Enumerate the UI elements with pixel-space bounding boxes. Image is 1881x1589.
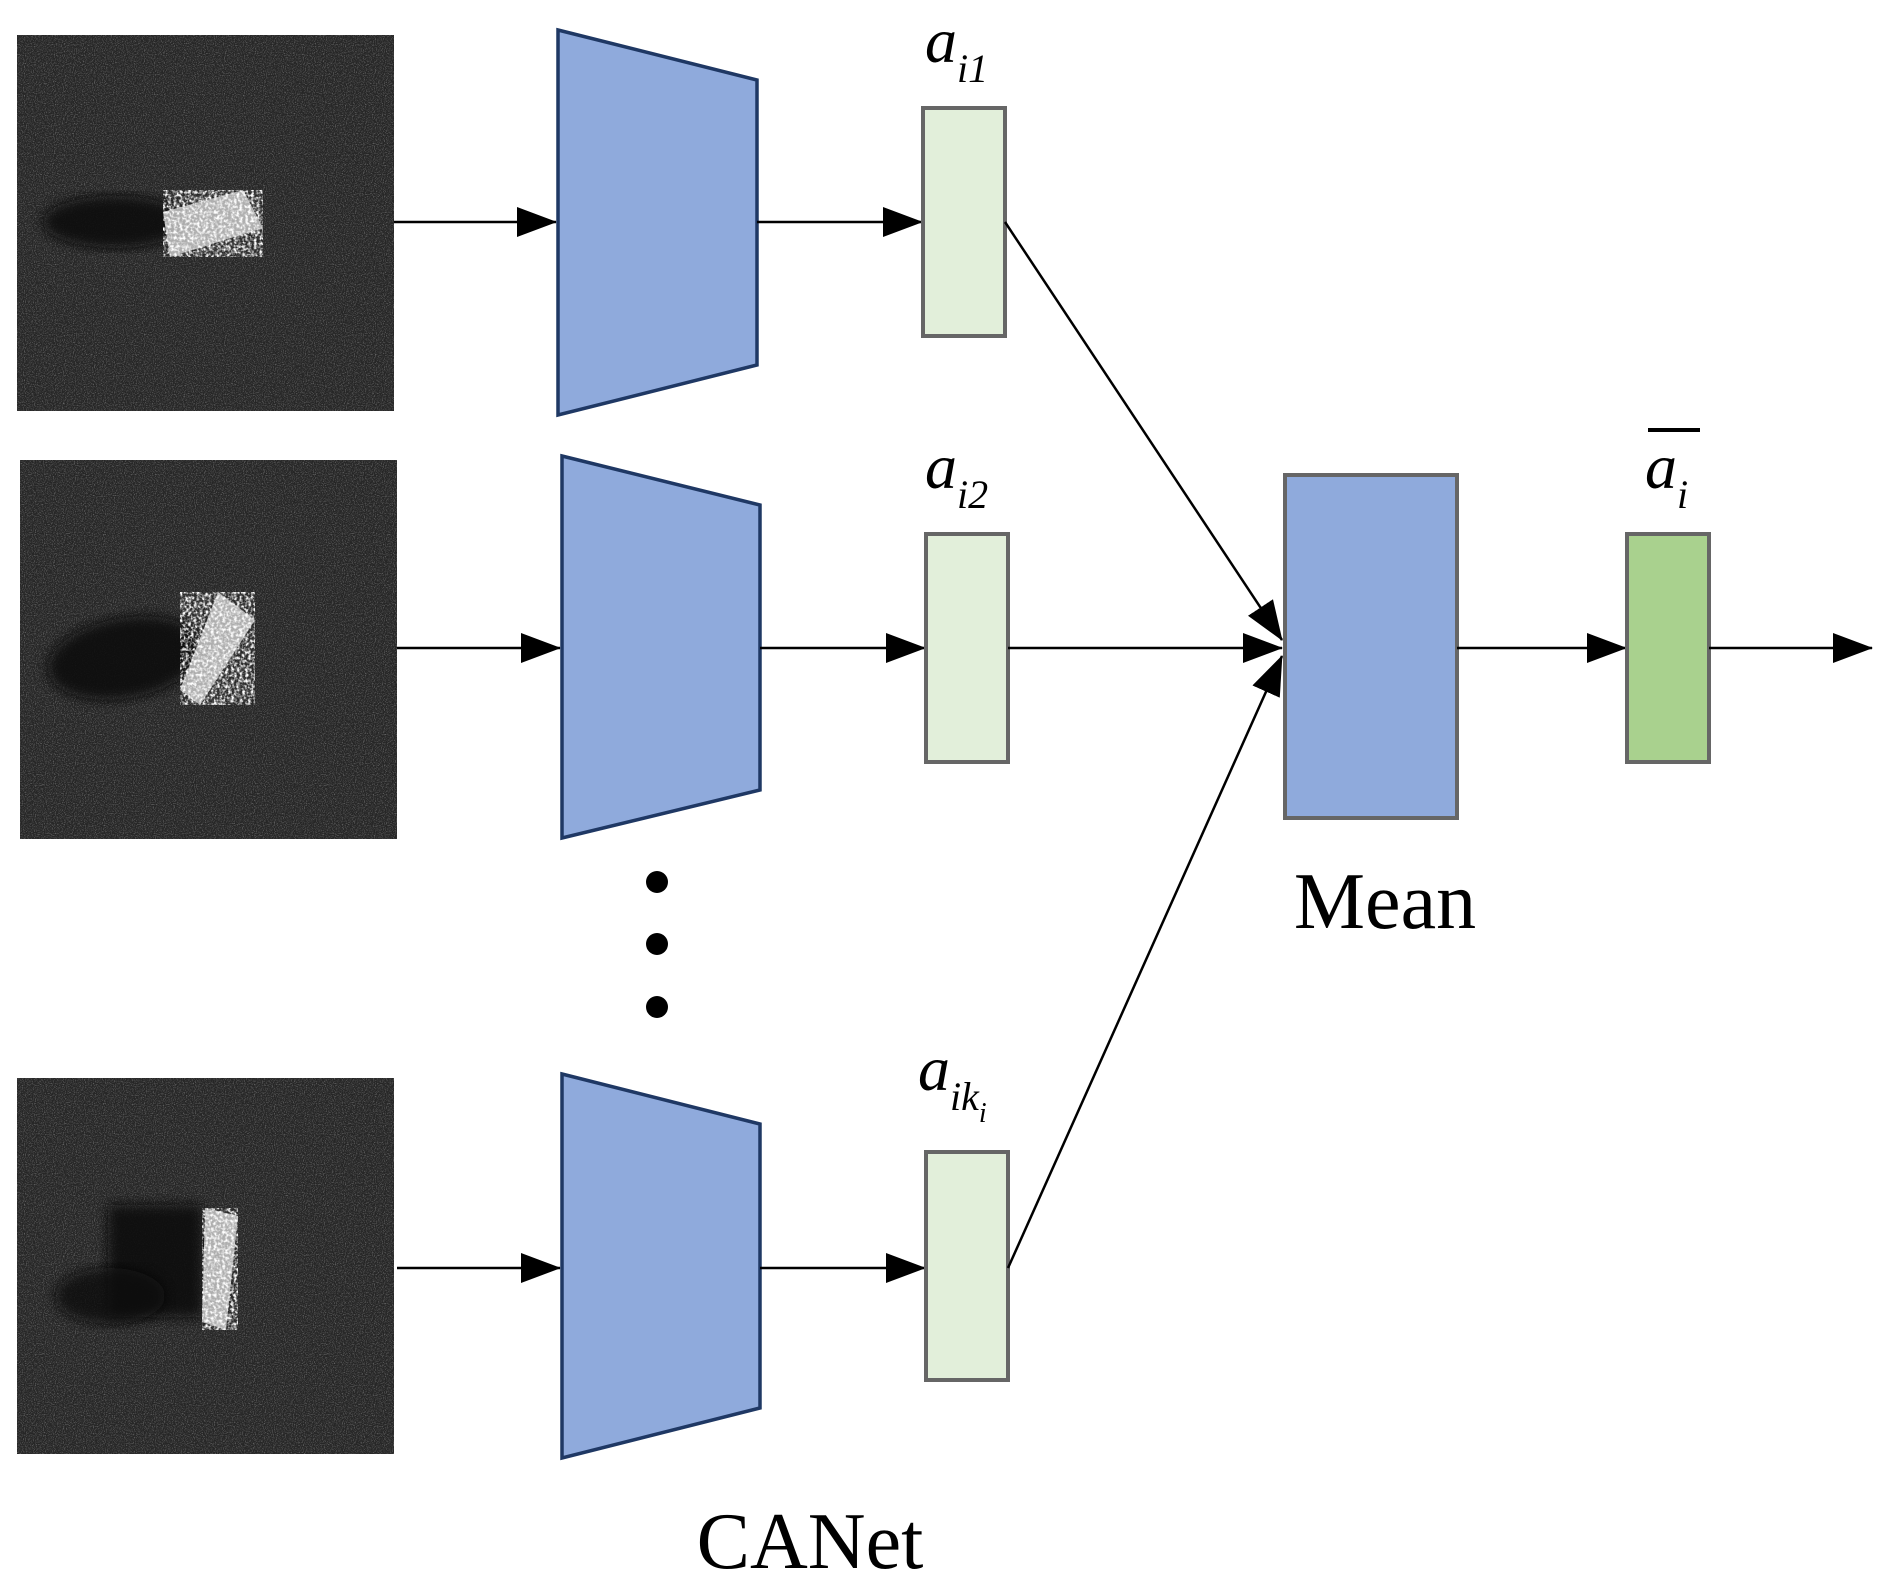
canet-encoder-2 <box>560 453 762 841</box>
feature-vector-2 <box>924 532 1010 764</box>
output-label: ai <box>1645 431 1688 517</box>
mean-label: Mean <box>1294 858 1476 946</box>
feature-label-1: ai1 <box>925 5 988 91</box>
output-feature-vector <box>1625 532 1711 764</box>
sar-image-2 <box>20 460 397 839</box>
sar-image-k <box>17 1078 394 1454</box>
canet-label: CANet <box>697 1498 924 1586</box>
mean-block <box>1283 473 1459 820</box>
ellipsis-vertical-icon <box>646 871 668 1018</box>
feature-label-2: ai2 <box>925 431 988 517</box>
canet-encoder-k <box>560 1071 762 1461</box>
feature-vector-1 <box>921 106 1007 338</box>
sar-image-1 <box>17 35 394 411</box>
feature-vector-k <box>924 1150 1010 1382</box>
canet-encoder-1 <box>556 27 759 418</box>
feature-label-k: aiki <box>918 1033 987 1129</box>
arrow-featurek-to-mean <box>1006 655 1284 1269</box>
arrow-feature1-to-mean <box>1003 221 1284 641</box>
